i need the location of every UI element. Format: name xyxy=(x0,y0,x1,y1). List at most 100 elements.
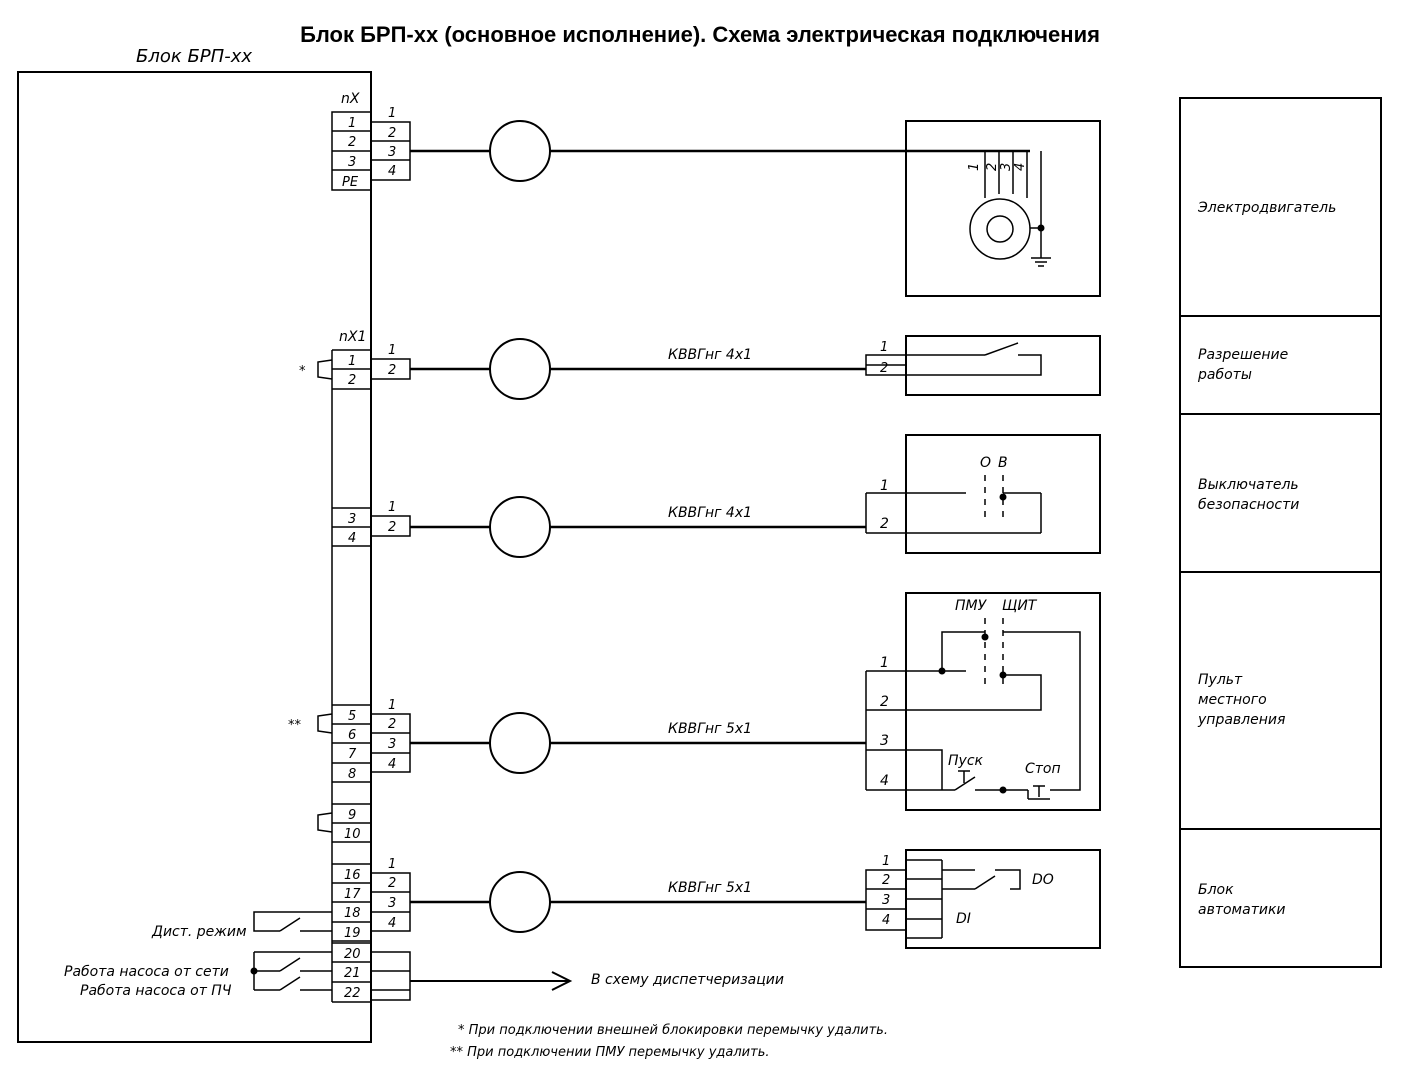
legend-pmu-line3: управления xyxy=(1197,712,1285,728)
legend-safety-line2: безопасности xyxy=(1198,497,1299,513)
cable-label-automatics: КВВГнг 5х1 xyxy=(668,880,752,896)
terminal-nx-label: nX xyxy=(341,91,360,107)
pmu-wire-2: 2 xyxy=(880,694,889,710)
cable-gland-motor xyxy=(489,120,551,182)
motor-symbol xyxy=(969,198,1031,260)
wire-auto-4: 4 xyxy=(388,916,396,931)
wire-pmu-4: 4 xyxy=(388,757,396,772)
motor-device-box xyxy=(905,120,1101,297)
terminal-nx1-7: 7 xyxy=(348,747,357,762)
enable-device-box xyxy=(905,335,1101,396)
block-outline xyxy=(17,71,372,1043)
terminal-nx1-21: 21 xyxy=(344,966,361,981)
terminal-nx-2: 2 xyxy=(348,135,356,150)
external-contacts: Дист. режим Работа насоса от сети Работа… xyxy=(64,911,784,1001)
wire-marker-safety: 1 2 xyxy=(371,500,411,537)
pmu-wire-1: 1 xyxy=(880,655,889,671)
terminal-nx1-20: 20 xyxy=(344,947,361,962)
motor-wire-4: 4 xyxy=(1013,163,1028,171)
block-label: Блок БРП-хх xyxy=(136,46,252,67)
pmu-device: 1 2 3 4 ПМУ ЩИТ Пуск Стоп xyxy=(865,592,1101,811)
legend-automatics-line1: Блок xyxy=(1198,882,1234,898)
legend-enable-line2: работы xyxy=(1197,367,1252,383)
enable-wire-2: 2 xyxy=(880,361,888,376)
jumper-5-6 xyxy=(317,713,333,734)
terminal-nx1-3: 3 xyxy=(348,512,356,527)
terminal-nx1-16: 16 xyxy=(344,868,361,883)
terminal-nx1-4: 4 xyxy=(348,531,356,546)
cable-label-pmu: КВВГнг 5х1 xyxy=(668,721,752,737)
pmu-stop-label: Стоп xyxy=(1025,761,1061,777)
auto-wire-4: 4 xyxy=(882,913,890,928)
terminal-nx1-2: 2 xyxy=(348,373,356,388)
pump-vfd-contact xyxy=(279,976,301,991)
safety-pos-off: О xyxy=(980,455,991,471)
cable-label-enable: КВВГнг 4х1 xyxy=(668,347,752,363)
remote-mode-contact xyxy=(279,917,301,932)
legend-pmu-line2: местного xyxy=(1198,692,1267,708)
legend-motor: Электродвигатель xyxy=(1197,200,1336,216)
terminal-nx1-label: nX1 xyxy=(339,329,366,345)
wire-nx-3: 3 xyxy=(388,145,396,160)
remote-mode-label: Дист. режим xyxy=(151,924,247,940)
motor-device: 1 2 3 4 xyxy=(905,120,1101,297)
auto-wire-2: 2 xyxy=(882,873,890,888)
auto-wire-1: 1 xyxy=(882,854,890,869)
legend-pmu-line1: Пульт xyxy=(1198,672,1243,688)
terminal-nx1-22: 22 xyxy=(344,986,361,1001)
pmu-selector-local: ПМУ xyxy=(955,598,988,614)
jumper-9-10 xyxy=(317,812,333,833)
note-jumper-pmu: ** При подключении ПМУ перемычку удалить… xyxy=(450,1045,770,1060)
terminal-nx1-1: 1 xyxy=(348,354,356,369)
enable-device: 1 2 xyxy=(865,335,1101,396)
wire-pmu-1: 1 xyxy=(388,698,396,713)
wire-safety-1: 1 xyxy=(388,500,396,515)
wire-pmu-3: 3 xyxy=(388,737,396,752)
terminal-nx1-19: 19 xyxy=(344,926,361,941)
dispatch-label: В схему диспетчеризации xyxy=(591,972,784,988)
jumper-1-2 xyxy=(317,359,333,380)
auto-do-label: DO xyxy=(1032,872,1054,888)
legend-automatics-line2: автоматики xyxy=(1198,902,1286,918)
wire-enable-1: 1 xyxy=(388,343,396,358)
terminal-strip-nx: nX 1 2 3 PE 1 2 3 4 xyxy=(331,91,411,191)
jumper-note-double: ** xyxy=(288,718,302,733)
start-button-contact xyxy=(954,776,976,791)
terminal-nx1-18: 18 xyxy=(344,906,361,921)
pmu-wire-4: 4 xyxy=(880,773,889,789)
wire-auto-3: 3 xyxy=(388,896,396,911)
auto-wire-3: 3 xyxy=(882,893,890,908)
terminal-nx-3: 3 xyxy=(348,155,356,170)
motor-wire-1: 1 xyxy=(967,163,982,171)
wire-nx-1: 1 xyxy=(388,106,396,121)
pmu-wire-3: 3 xyxy=(880,733,889,749)
terminal-nx1-9: 9 xyxy=(348,808,356,823)
diagram-title: Блок БРП-хх (основное исполнение). Схема… xyxy=(300,22,1100,47)
pump-mains-label: Работа насоса от сети xyxy=(64,964,229,980)
terminal-nx1-5: 5 xyxy=(348,709,356,724)
terminal-nx-1: 1 xyxy=(348,116,356,131)
automatics-device: 1 2 3 4 DO DI xyxy=(865,849,1101,949)
pmu-start-label: Пуск xyxy=(948,753,984,769)
terminal-strip-nx1: nX1 1 2 3 4 5 6 7 8 9 10 16 xyxy=(331,329,371,1003)
auto-di-label: DI xyxy=(956,911,971,927)
terminal-nx-pe: PE xyxy=(342,175,359,190)
legend-enable-line1: Разрешение xyxy=(1198,347,1288,363)
wire-marker-enable: 1 2 xyxy=(371,343,411,380)
safety-wire-2: 2 xyxy=(880,516,889,532)
device-legend: Электродвигатель Разрешение работы Выклю… xyxy=(1179,97,1382,968)
wire-enable-2: 2 xyxy=(388,363,396,378)
enable-wire-1: 1 xyxy=(880,340,888,355)
cable-gland-pmu xyxy=(489,712,551,774)
cable-gland-safety xyxy=(489,496,551,558)
pump-mains-contact xyxy=(279,957,301,972)
wire-auto-2: 2 xyxy=(388,876,396,891)
pmu-selector-panel: ЩИТ xyxy=(1002,598,1038,614)
cable-label-safety: КВВГнг 4х1 xyxy=(668,505,752,521)
safety-device: 1 2 О В xyxy=(865,434,1101,554)
legend-frame xyxy=(1179,97,1382,968)
terminal-nx1-8: 8 xyxy=(348,767,356,782)
safety-device-box xyxy=(905,434,1101,554)
motor-wire-2: 2 xyxy=(985,163,1000,171)
